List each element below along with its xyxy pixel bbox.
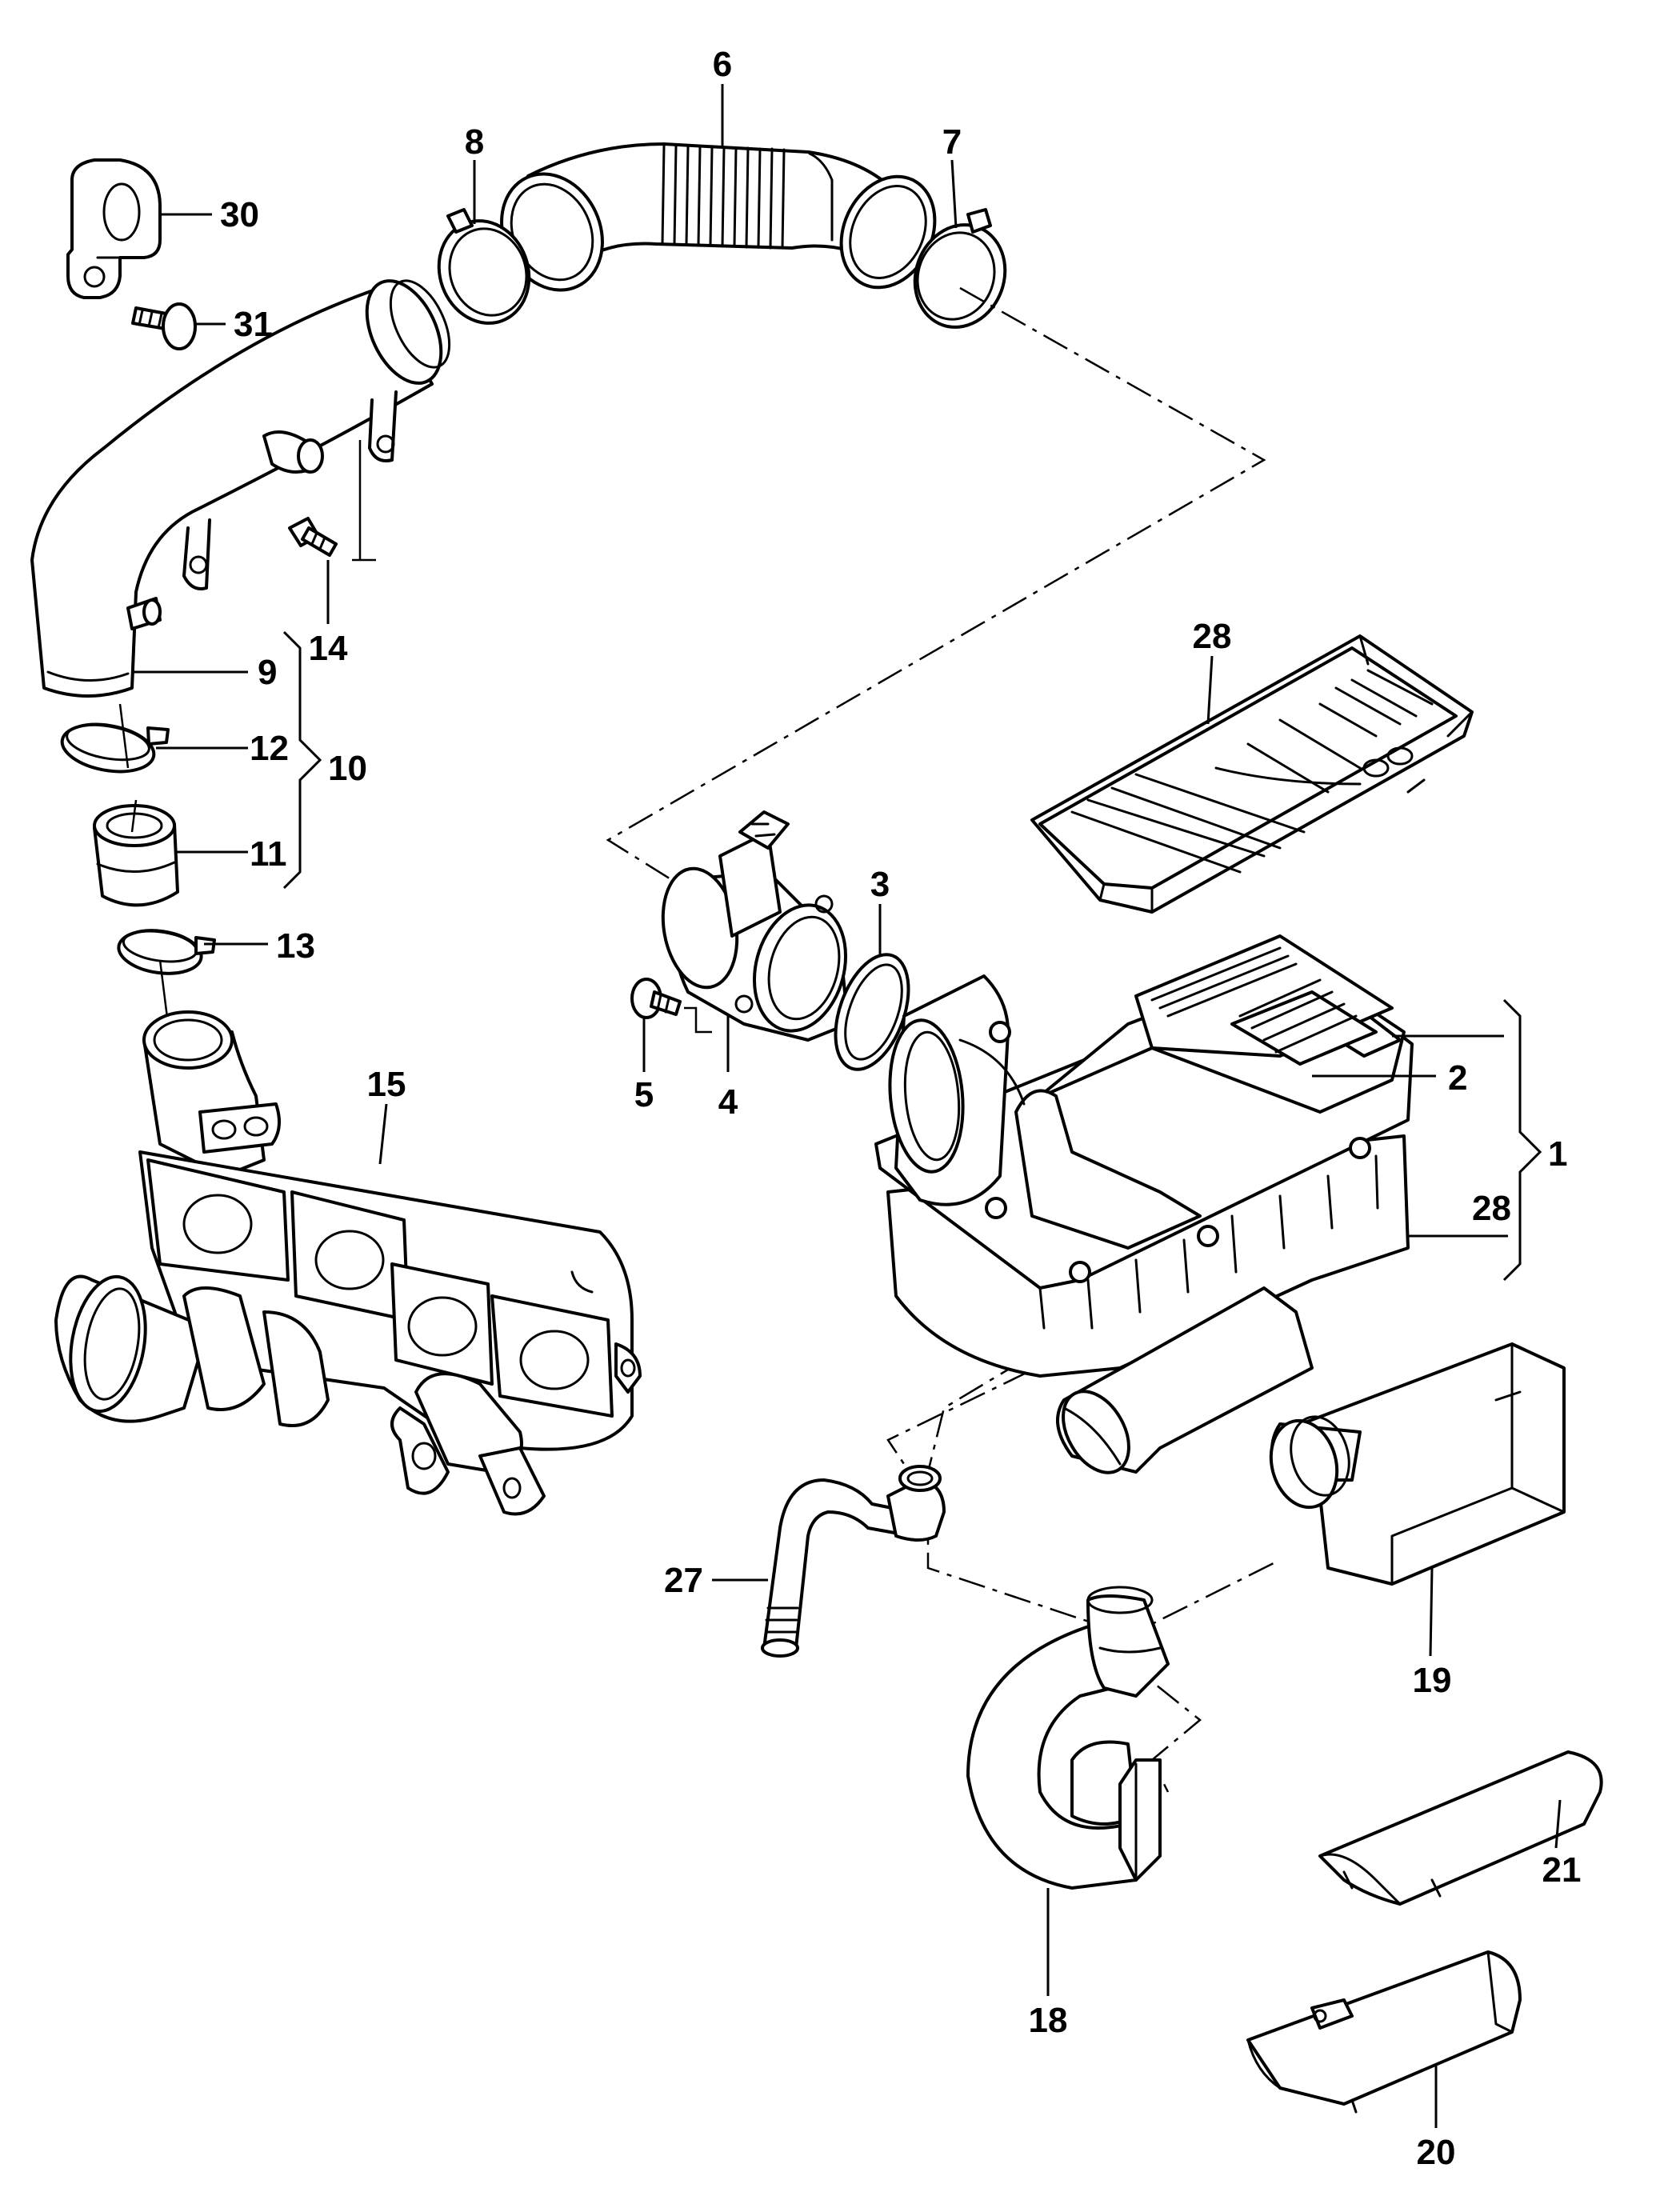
leader-lines [132, 84, 1562, 2128]
part-11-sleeve [93, 804, 179, 907]
part-15-turbo-manifold [54, 1010, 642, 1516]
part-20-lower-duct [1246, 1950, 1522, 2114]
axis-line-5 [684, 1006, 712, 1034]
callout-4: 4 [718, 1082, 738, 1122]
part-9-charge-pipe [30, 279, 451, 698]
leader-28-top [1206, 655, 1214, 725]
leader-14-bolt-line [352, 440, 376, 562]
leader-21 [1554, 1799, 1562, 1849]
callout-14: 14 [309, 629, 348, 668]
callout-20: 20 [1417, 2133, 1456, 2172]
callout-10: 10 [328, 749, 367, 788]
part-6-intake-hose [500, 142, 937, 292]
callout-6: 6 [713, 45, 732, 84]
callout-13: 13 [276, 926, 315, 966]
callout-28-top: 28 [1193, 617, 1232, 656]
leader-7 [950, 159, 958, 229]
part-27-breather-hose [761, 1465, 946, 1658]
callout-31: 31 [234, 305, 273, 344]
callout-12: 12 [250, 729, 289, 768]
part-4-maf-sensor [661, 810, 850, 1042]
part-30-bracket [66, 158, 162, 299]
callout-7: 7 [942, 122, 962, 162]
part-28-filter-element [1030, 634, 1474, 914]
leader-10-bracket [282, 630, 322, 890]
callout-21: 21 [1542, 1850, 1582, 1890]
callout-9: 9 [258, 653, 277, 692]
part-5-screw [630, 978, 682, 1019]
callout-28-side: 28 [1472, 1189, 1511, 1228]
callout-3: 3 [870, 865, 890, 904]
callout-27: 27 [664, 1561, 703, 1600]
part-31-bolt [131, 302, 197, 350]
part-12-clamp [60, 722, 170, 774]
part-14-bolt [288, 517, 338, 557]
callout-2: 2 [1448, 1058, 1467, 1098]
callout-18: 18 [1029, 2001, 1068, 2040]
callout-5: 5 [634, 1075, 654, 1114]
part-1-air-filter-housing [874, 934, 1414, 1474]
callout-1: 1 [1548, 1134, 1567, 1174]
center-line-airbox-to-27 [886, 1370, 1029, 1465]
leader-19 [1429, 1567, 1434, 1657]
center-line-18-to-19 [1119, 1558, 1281, 1642]
callout-8: 8 [465, 122, 484, 162]
callouts: 6 8 7 30 31 14 9 12 10 11 13 15 3 5 4 28… [220, 45, 1581, 2172]
leader-15 [378, 1103, 388, 1165]
callout-30: 30 [220, 195, 259, 234]
center-line-hose-to-maf [606, 286, 1266, 882]
part-8-clamp [437, 208, 531, 325]
callout-11: 11 [250, 834, 287, 874]
axis-line-11 [118, 703, 170, 1025]
part-13-clamp [117, 929, 216, 975]
part-21-cover [1318, 1750, 1603, 1906]
part-18-s-hose [966, 1586, 1170, 1890]
callout-15: 15 [367, 1065, 406, 1104]
callout-19: 19 [1413, 1661, 1452, 1700]
leader-1-bracket [1502, 998, 1542, 1282]
part-19-intake-duct [1269, 1342, 1566, 1586]
